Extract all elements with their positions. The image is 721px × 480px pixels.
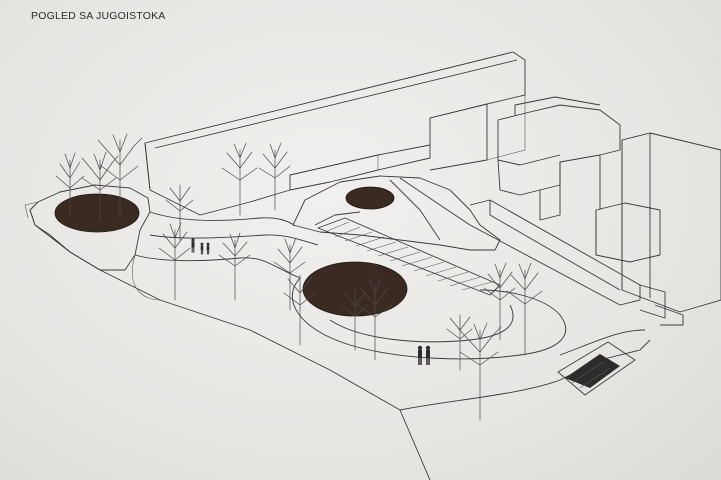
person-icon	[191, 238, 431, 365]
sheet-title: POGLED SA JUGOISTOKA	[31, 10, 166, 22]
tree-icon	[55, 133, 543, 421]
circular-pad-left	[54, 193, 140, 233]
right-ramp-wall	[469, 199, 684, 326]
long-building	[144, 51, 526, 216]
right-buildings	[497, 96, 721, 313]
sunken-stairs	[557, 341, 636, 396]
central-structure	[292, 175, 501, 251]
circular-pad-top	[345, 186, 395, 210]
